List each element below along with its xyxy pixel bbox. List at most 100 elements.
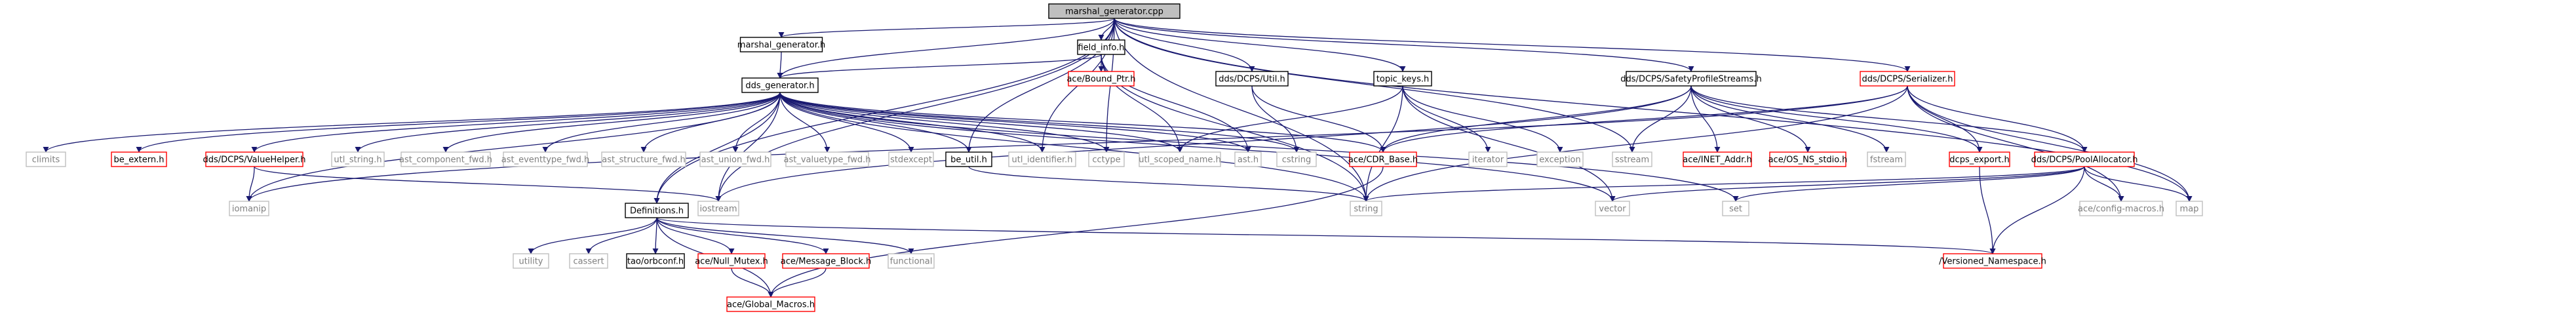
node-serializer[interactable]: dds/DCPS/Serializer.h (1860, 71, 1955, 87)
edge-pool_alloc-to-map_h (2084, 166, 2193, 202)
node-label: ace/config-macros.h (2078, 205, 2164, 214)
edge-valuehelper-to-iomanip (246, 166, 255, 202)
node-label: iomanip (232, 205, 266, 214)
node-be-util[interactable]: be_util.h (945, 151, 992, 167)
node-definitions[interactable]: Definitions.h (625, 203, 689, 218)
node-ast-struct: ast_structure_fwd.h (601, 151, 686, 167)
edge-dds_gen-to-climits (43, 92, 781, 153)
node-label: iostream (699, 205, 737, 214)
node-label: set (1729, 205, 1742, 214)
node-label: Definitions.h (630, 207, 684, 216)
node-label: fstream (1870, 155, 1903, 165)
edge-root-to-string_h (1114, 18, 1369, 202)
node-box (888, 253, 935, 269)
node-dds-gen[interactable]: dds_generator.h (741, 77, 819, 93)
node-null-mutex[interactable]: ace/Null_Mutex.h (695, 253, 768, 269)
node-sps[interactable]: dds/DCPS/SafetyProfileStreams.h (1620, 71, 1762, 87)
node-label: utility (519, 257, 543, 267)
node-box (2176, 201, 2203, 216)
edge-definitions-to-versioned_ns (656, 217, 1995, 254)
node-box (626, 253, 685, 269)
node-box (625, 203, 689, 218)
edge-sps-to-pool_alloc (1690, 85, 2088, 153)
edge-root-to-dds_gen (777, 18, 1115, 79)
edge-pool_alloc-to-ace_config (2084, 166, 2124, 202)
node-label: exception (1539, 155, 1581, 165)
node-box (697, 201, 739, 216)
node-field-info[interactable]: field_info.h (1077, 39, 1125, 55)
node-label: ast_union_fwd.h (701, 155, 770, 165)
node-box (400, 151, 491, 167)
node-box (1867, 151, 1906, 167)
edge-dds_gen-to-set_h (779, 92, 1739, 202)
node-cdr-base[interactable]: ace/CDR_Base.h (1348, 151, 1418, 167)
node-topic-keys[interactable]: topic_keys.h (1373, 71, 1432, 87)
node-label: ast_component_fwd.h (399, 155, 492, 165)
node-bound-ptr[interactable]: ace/Bound_Ptr.h (1066, 71, 1136, 87)
node-box (26, 151, 66, 167)
node-cctype: cctype (1088, 151, 1125, 167)
node-box (1088, 151, 1125, 167)
node-label: utl_identifier.h (1012, 155, 1073, 165)
edge-dds_gen-to-iomanip (246, 92, 781, 202)
node-label: functional (890, 257, 933, 267)
node-be-extern[interactable]: be_extern.h (111, 151, 167, 167)
node-os-ns-stdio[interactable]: ace/OS_NS_stdio.h (1768, 151, 1848, 167)
node-msg-block[interactable]: ace/Message_Block.h (781, 253, 872, 269)
node-label: dds_generator.h (745, 81, 814, 91)
node-box (2079, 201, 2163, 216)
edge-field_info-to-ast_h (1101, 54, 1251, 153)
node-box (785, 151, 869, 167)
edge-root-to-serializer (1114, 18, 1911, 72)
edge-dds_gen-to-utl_string (355, 92, 781, 153)
edge-dds_gen-to-stdexcept (779, 92, 914, 153)
node-label: marshal_generator.cpp (1065, 7, 1163, 17)
node-label: cassert (573, 257, 604, 267)
node-root[interactable]: marshal_generator.cpp (1048, 3, 1181, 19)
node-stdexcept: stdexcept (888, 151, 934, 167)
node-box (741, 77, 819, 93)
node-utility: utility (513, 253, 549, 269)
node-box (1595, 201, 1630, 216)
edge-topic_keys-to-vector (1402, 85, 1616, 202)
edge-sps-to-os_ns_stdio (1690, 85, 1811, 153)
node-pool-alloc[interactable]: dds/DCPS/PoolAllocator.h (2031, 151, 2138, 167)
node-box (111, 151, 167, 167)
node-global-macros[interactable]: ace/Global_Macros.h (726, 296, 815, 312)
node-versioned-ns[interactable]: /Versioned_Namespace.h (1939, 253, 2046, 269)
node-box (739, 37, 823, 52)
edge-topic_keys-to-utl_scoped (1177, 85, 1403, 153)
node-box (945, 151, 992, 167)
node-label: ace/OS_NS_stdio.h (1768, 155, 1848, 165)
edge-dds_gen-to-cstring (779, 92, 1300, 153)
node-set-h: set (1722, 201, 1749, 216)
node-box (1215, 71, 1289, 87)
edge-root-to-mg_h (778, 18, 1115, 38)
node-label: iterator (1472, 155, 1504, 165)
edge-dds_gen-to-string_h (779, 92, 1369, 202)
edge-dds_gen-to-vector (779, 92, 1616, 202)
node-dds-util[interactable]: dds/DCPS/Util.h (1215, 71, 1289, 87)
edge-dds_gen-to-utl_scoped (779, 92, 1183, 153)
edge-serializer-to-string_h (1363, 85, 1908, 202)
edge-dds_gen-to-ast_event (542, 92, 781, 153)
node-functional: functional (888, 253, 935, 269)
edge-sps-to-dcps_export (1690, 85, 1983, 153)
edge-sps-to-inet_addr (1690, 85, 1721, 153)
node-box (782, 253, 870, 269)
node-label: dds/DCPS/SafetyProfileStreams.h (1620, 75, 1761, 85)
node-label: be_extern.h (113, 155, 164, 165)
node-label: dds/DCPS/Util.h (1219, 75, 1285, 85)
node-label: ast_structure_fwd.h (602, 155, 685, 165)
node-mg-h[interactable]: marshal_generator.h (737, 37, 825, 52)
node-dcps-export[interactable]: dcps_export.h (1949, 151, 2010, 167)
node-utl-scoped: utl_scoped_name.h (1139, 151, 1221, 167)
node-ace-config: ace/config-macros.h (2078, 201, 2164, 216)
node-fstream: fstream (1867, 151, 1906, 167)
edge-topic_keys-to-exception (1402, 85, 1563, 153)
node-inet-addr[interactable]: ace/INET_Addr.h (1683, 151, 1752, 167)
node-ast-valuetype: ast_valuetype_fwd.h (784, 151, 871, 167)
node-tao-orbconf[interactable]: tao/orbconf.h (626, 253, 685, 269)
node-valuehelper[interactable]: dds/DCPS/ValueHelper.h (203, 151, 306, 167)
edge-dds_gen-to-cdr_base (779, 92, 1386, 153)
